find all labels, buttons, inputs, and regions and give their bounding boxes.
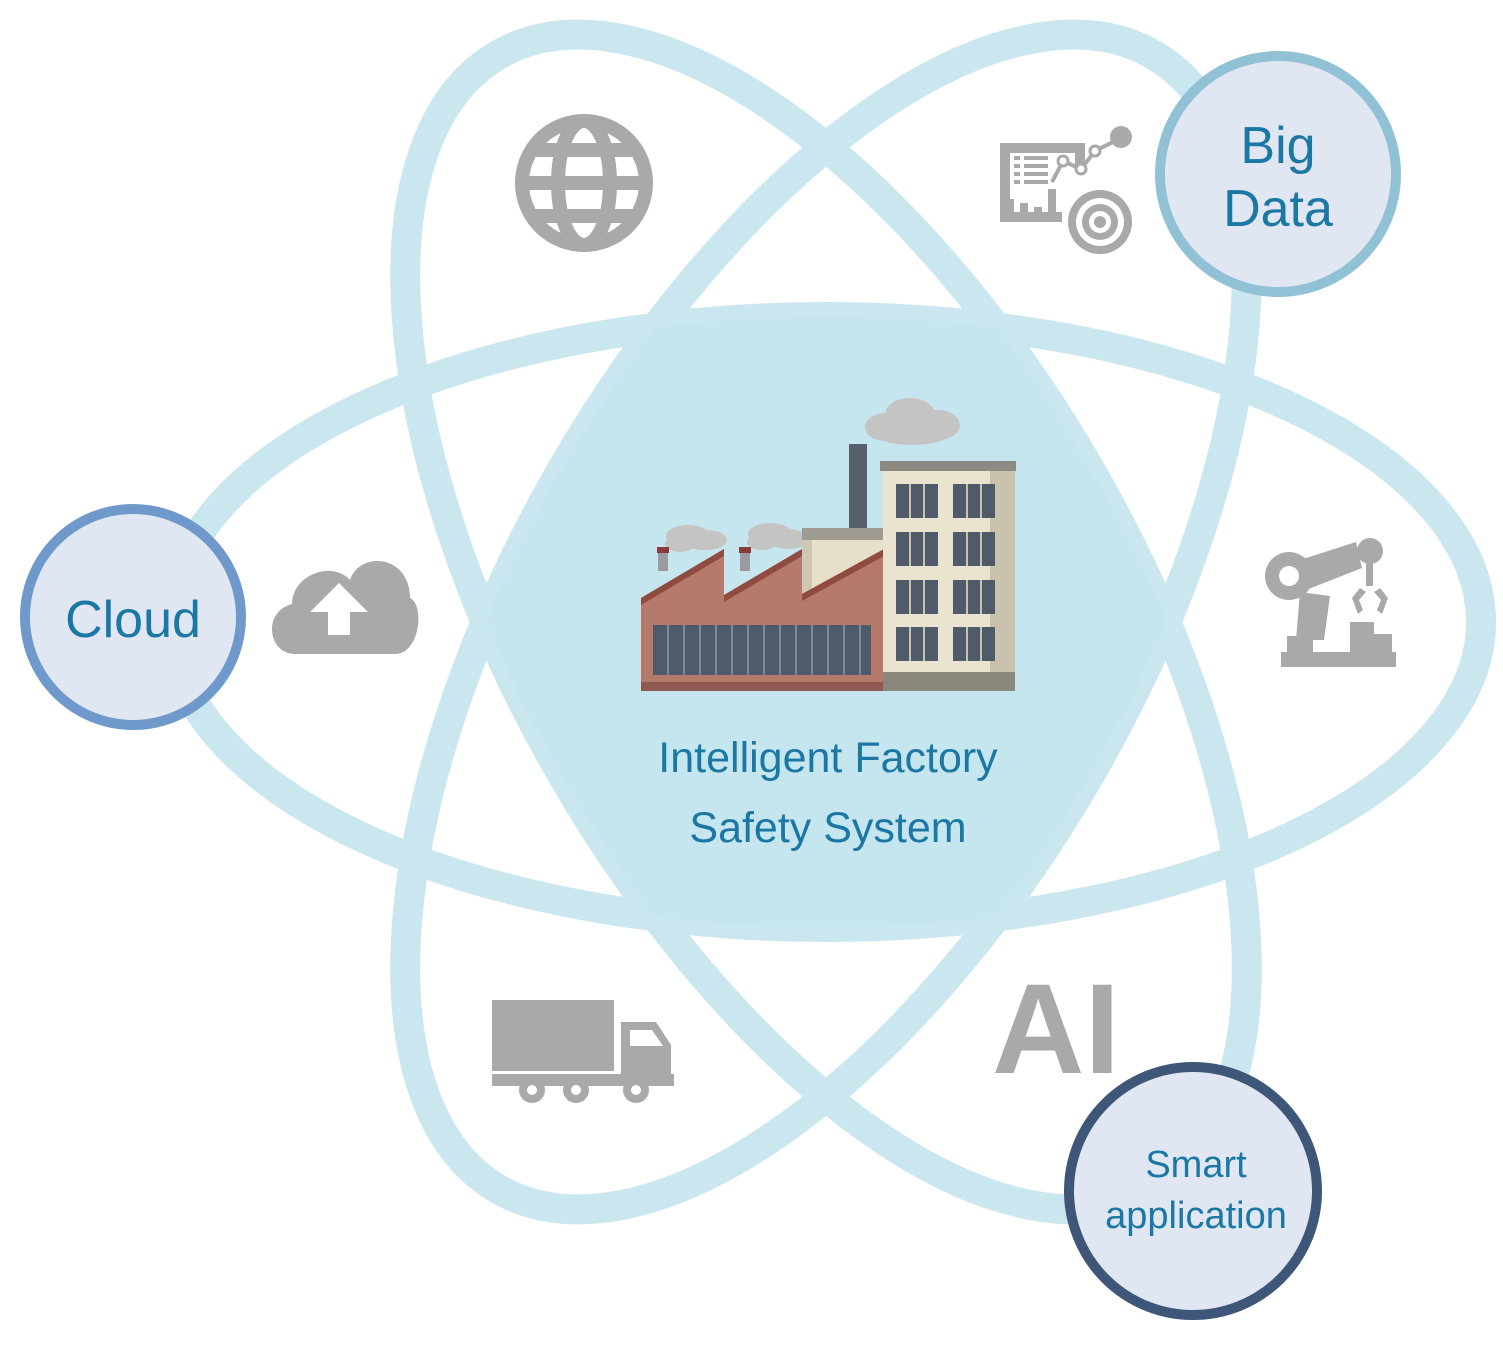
smoke-cloud-small-2 xyxy=(747,523,808,550)
cloud-node[interactable]: Cloud xyxy=(20,504,246,730)
truck-icon xyxy=(492,1000,674,1103)
factory-illustration xyxy=(641,398,1016,691)
ai-icon: AI xyxy=(992,958,1120,1101)
smart-application-node[interactable]: Smart application xyxy=(1064,1062,1322,1320)
big-data-node-label-line2: Data xyxy=(1223,180,1333,238)
smart-application-node-label-line1: Smart xyxy=(1145,1144,1247,1186)
analytics-dashboard-icon xyxy=(1000,126,1132,254)
cloud-node-label: Cloud xyxy=(65,591,201,649)
center-title-line2: Safety System xyxy=(689,804,966,852)
cloud-upload-icon xyxy=(271,560,419,654)
globe-icon xyxy=(515,114,653,252)
big-data-node-label-line1: Big xyxy=(1240,117,1315,175)
big-data-node[interactable]: Big Data xyxy=(1155,51,1401,297)
robot-arm-icon xyxy=(1265,538,1396,667)
smart-application-node-label-line2: application xyxy=(1105,1195,1287,1237)
center-title-line1: Intelligent Factory xyxy=(658,734,998,782)
orbit-tilted-left xyxy=(390,19,1262,1225)
smoke-cloud-large xyxy=(865,398,960,445)
smoke-cloud-small-1 xyxy=(665,525,727,552)
